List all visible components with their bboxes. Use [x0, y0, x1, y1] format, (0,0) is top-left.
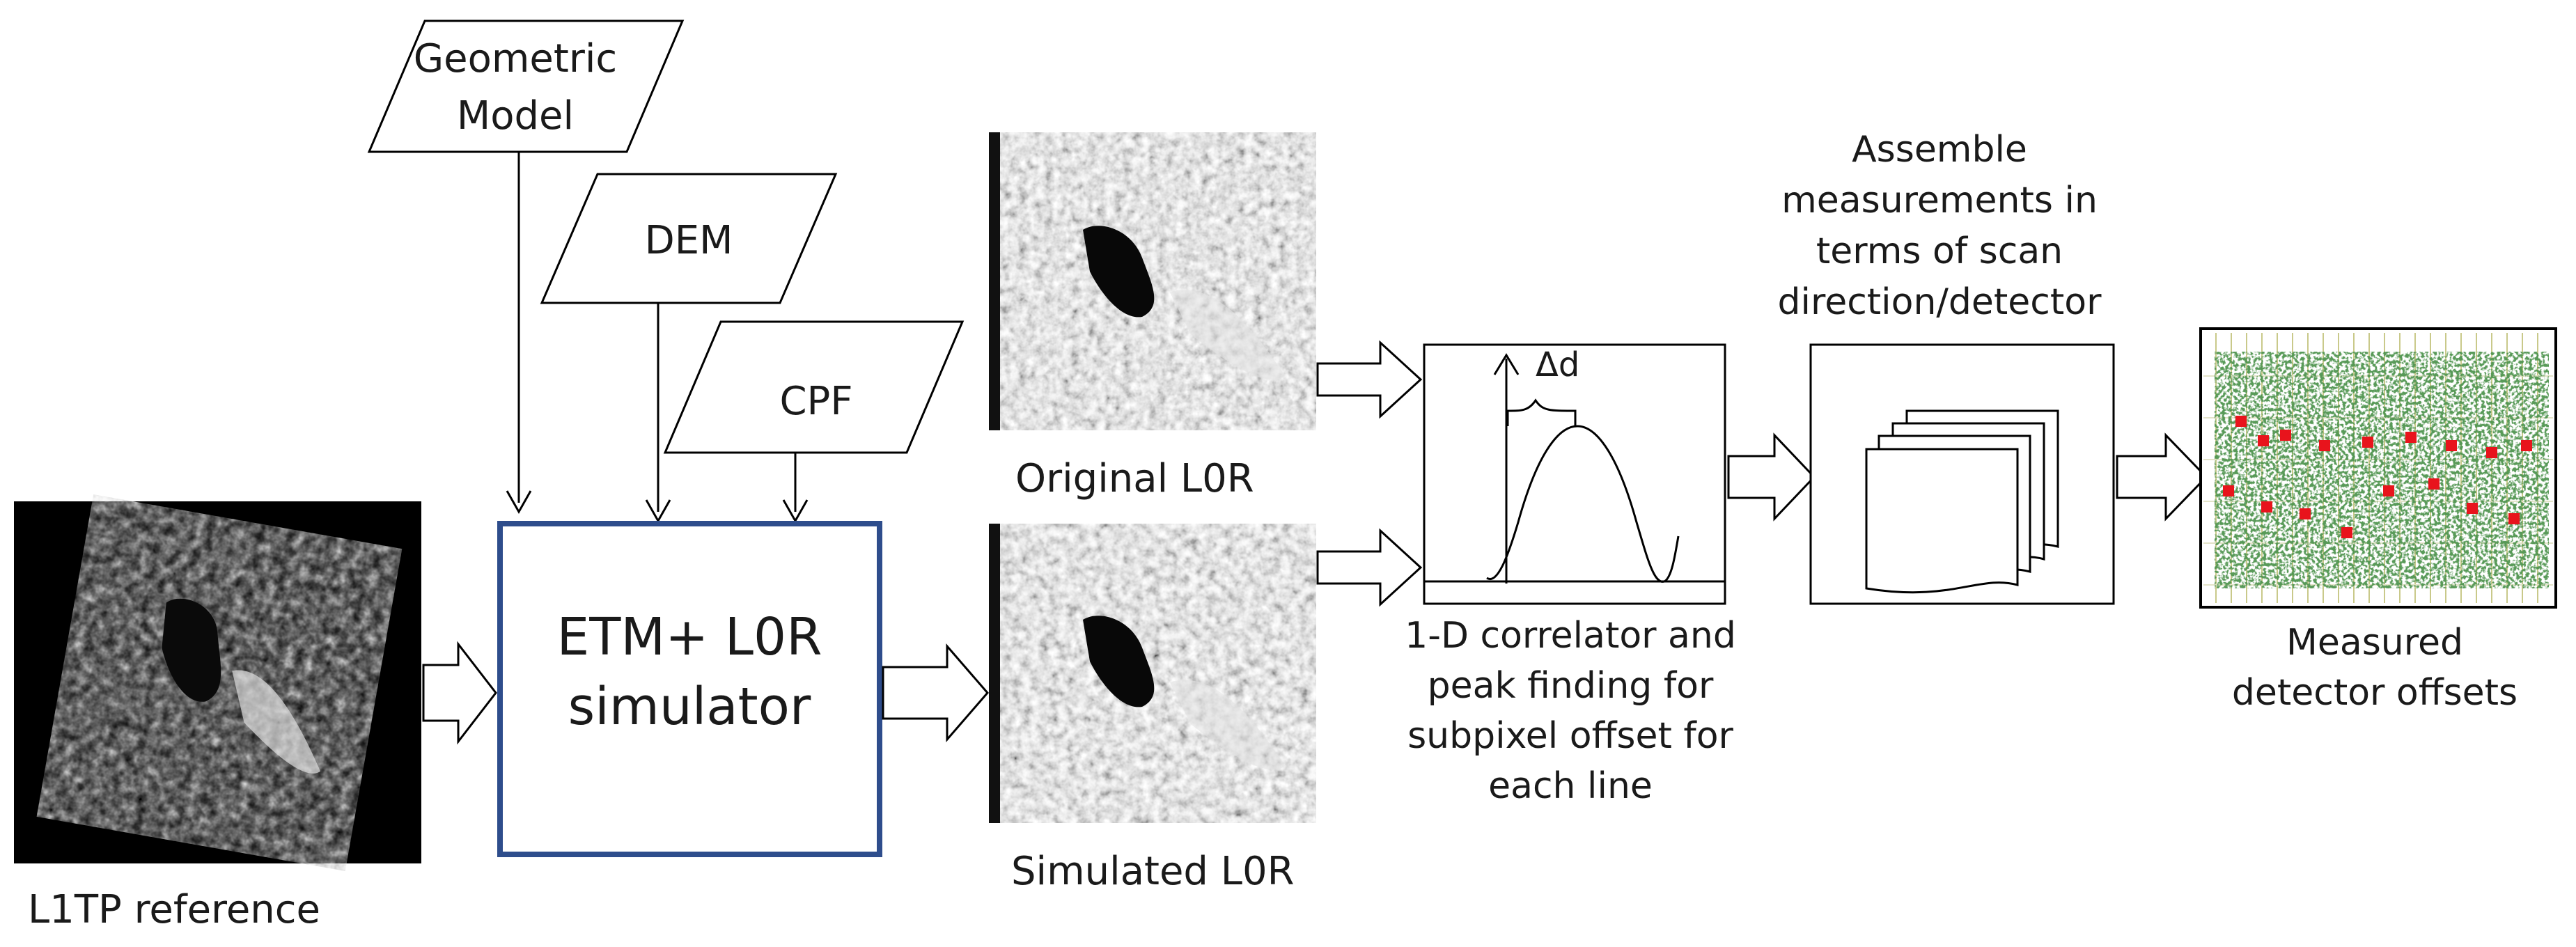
cpf-label: CPF [779, 379, 852, 424]
offset-plot-markers [2223, 416, 2532, 538]
offset-marker [2258, 435, 2269, 446]
assemble-to-offsets-arrow [2116, 432, 2208, 522]
dem-input: DEM [540, 173, 838, 304]
offset-marker [2521, 440, 2532, 451]
original-l0r-label: Original L0R [1015, 456, 1254, 501]
correlator-caption-line3: subpixel offset for [1407, 715, 1733, 757]
offsets-caption-line1: Measured [2286, 622, 2463, 664]
etm-l0r-simulator-box: ETM+ L0R simulator [497, 521, 882, 857]
offset-marker [2223, 485, 2234, 496]
correlation-peak-curve [1486, 425, 1680, 583]
offset-marker [2362, 437, 2373, 448]
assemble-caption-line2: measurements in [1781, 180, 2098, 221]
original-l0r-image [989, 132, 1316, 430]
original-to-correlator-arrow [1316, 340, 1423, 419]
correlator-caption-line1: 1-D correlator and [1405, 615, 1736, 657]
delta-bracket [1506, 398, 1577, 426]
simulated-l0r-image [989, 524, 1316, 823]
simulated-to-correlator-arrow [1316, 528, 1423, 607]
geometric-model-label-line2: Model [457, 93, 574, 139]
simulator-label-line2: simulator [568, 677, 811, 737]
offset-marker [2261, 501, 2272, 512]
offset-marker [2319, 440, 2330, 451]
cpf-input: CPF [663, 320, 965, 454]
simulated-l0r-label: Simulated L0R [1011, 849, 1295, 894]
l1tp-reference-image [14, 494, 421, 872]
offset-marker [2486, 447, 2497, 458]
offset-marker [2341, 527, 2352, 538]
assemble-box [1809, 343, 2115, 605]
offsets-caption-line2: detector offsets [2232, 672, 2518, 714]
simulator-label-line1: ETM+ L0R [556, 607, 822, 667]
assemble-caption-line1: Assemble [1852, 129, 2027, 171]
document-stack-icon [1865, 409, 2059, 594]
correlator-caption-line4: each line [1488, 765, 1653, 807]
correlator-box: Δd [1423, 343, 1726, 605]
assemble-caption-line4: direction/detector [1778, 281, 2102, 323]
l1tp-reference-label: L1TP reference [28, 887, 320, 932]
delta-d-label: Δd [1536, 345, 1579, 384]
assemble-caption-line3: terms of scan [1816, 230, 2063, 272]
reference-to-simulator-arrow [422, 641, 497, 745]
offset-marker [2446, 440, 2457, 451]
detector-offsets-plot [2199, 327, 2557, 609]
offset-marker [2300, 508, 2311, 519]
simulator-to-simulated-arrow [882, 643, 989, 743]
offset-marker [2508, 513, 2520, 524]
assemble-caption: Assemble measurements in terms of scan d… [1778, 129, 2102, 323]
dem-label: DEM [645, 218, 733, 263]
offsets-caption: Measured detector offsets [2232, 622, 2518, 714]
correlator-to-assemble-arrow [1727, 432, 1816, 522]
offset-marker [2428, 478, 2440, 490]
correlator-caption: 1-D correlator and peak finding for subp… [1405, 615, 1736, 807]
offset-marker [2405, 432, 2417, 443]
geometric-model-label-line1: Geometric [414, 36, 617, 81]
geometric-model-input: Geometric Model [367, 19, 685, 153]
offset-marker [2235, 416, 2247, 427]
offset-marker [2280, 430, 2291, 441]
correlator-caption-line2: peak finding for [1428, 665, 1714, 707]
offset-marker [2383, 485, 2394, 496]
offset-marker [2467, 503, 2478, 514]
